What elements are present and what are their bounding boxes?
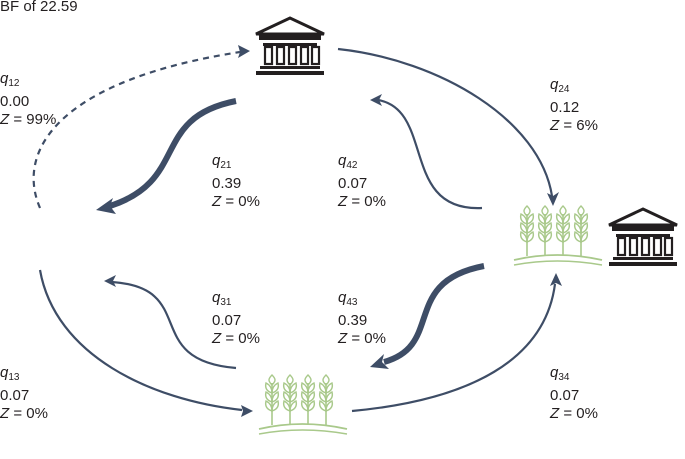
rate-label-q43: q43 0.39 Z = 0% xyxy=(338,289,386,347)
arrow-q31 xyxy=(111,280,237,370)
arrow-q42 xyxy=(377,98,483,210)
arrow-q24 xyxy=(337,47,554,197)
arrowhead-q42 xyxy=(370,94,382,106)
arrow-q21 xyxy=(109,98,237,209)
arrow-q43 xyxy=(383,263,485,365)
rate-label-q42: q42 0.07 Z = 0% xyxy=(338,152,386,210)
arrow-q34 xyxy=(351,283,557,413)
rate-label-q34: q34 0.07 Z = 0% xyxy=(550,364,598,422)
building-icon xyxy=(254,16,326,77)
bayes-factor-label: BF of 22.59 xyxy=(0,0,78,15)
arrowhead-q24 xyxy=(547,192,559,206)
wheat-icon xyxy=(514,206,602,265)
arrowhead-q13 xyxy=(241,405,253,417)
rate-label-q31: q31 0.07 Z = 0% xyxy=(212,289,260,347)
rate-label-q21: q21 0.39 Z = 0% xyxy=(212,152,260,210)
wheat-icon xyxy=(259,375,347,434)
arrowhead-q31 xyxy=(104,275,116,287)
arrowhead-q21 xyxy=(96,198,116,214)
building-icon xyxy=(607,207,679,268)
arrowhead-q34 xyxy=(550,273,562,286)
arrowhead-q12 xyxy=(238,45,250,58)
rate-label-q24: q24 0.12 Z = 6% xyxy=(550,76,598,134)
arrow-q13 xyxy=(38,269,243,412)
arrowhead-q43 xyxy=(370,354,389,369)
rate-label-q12: q12 0.00 Z = 99% xyxy=(0,70,57,128)
rate-label-q13: q13 0.07 Z = 0% xyxy=(0,364,48,422)
arrow-q12 xyxy=(32,50,241,209)
